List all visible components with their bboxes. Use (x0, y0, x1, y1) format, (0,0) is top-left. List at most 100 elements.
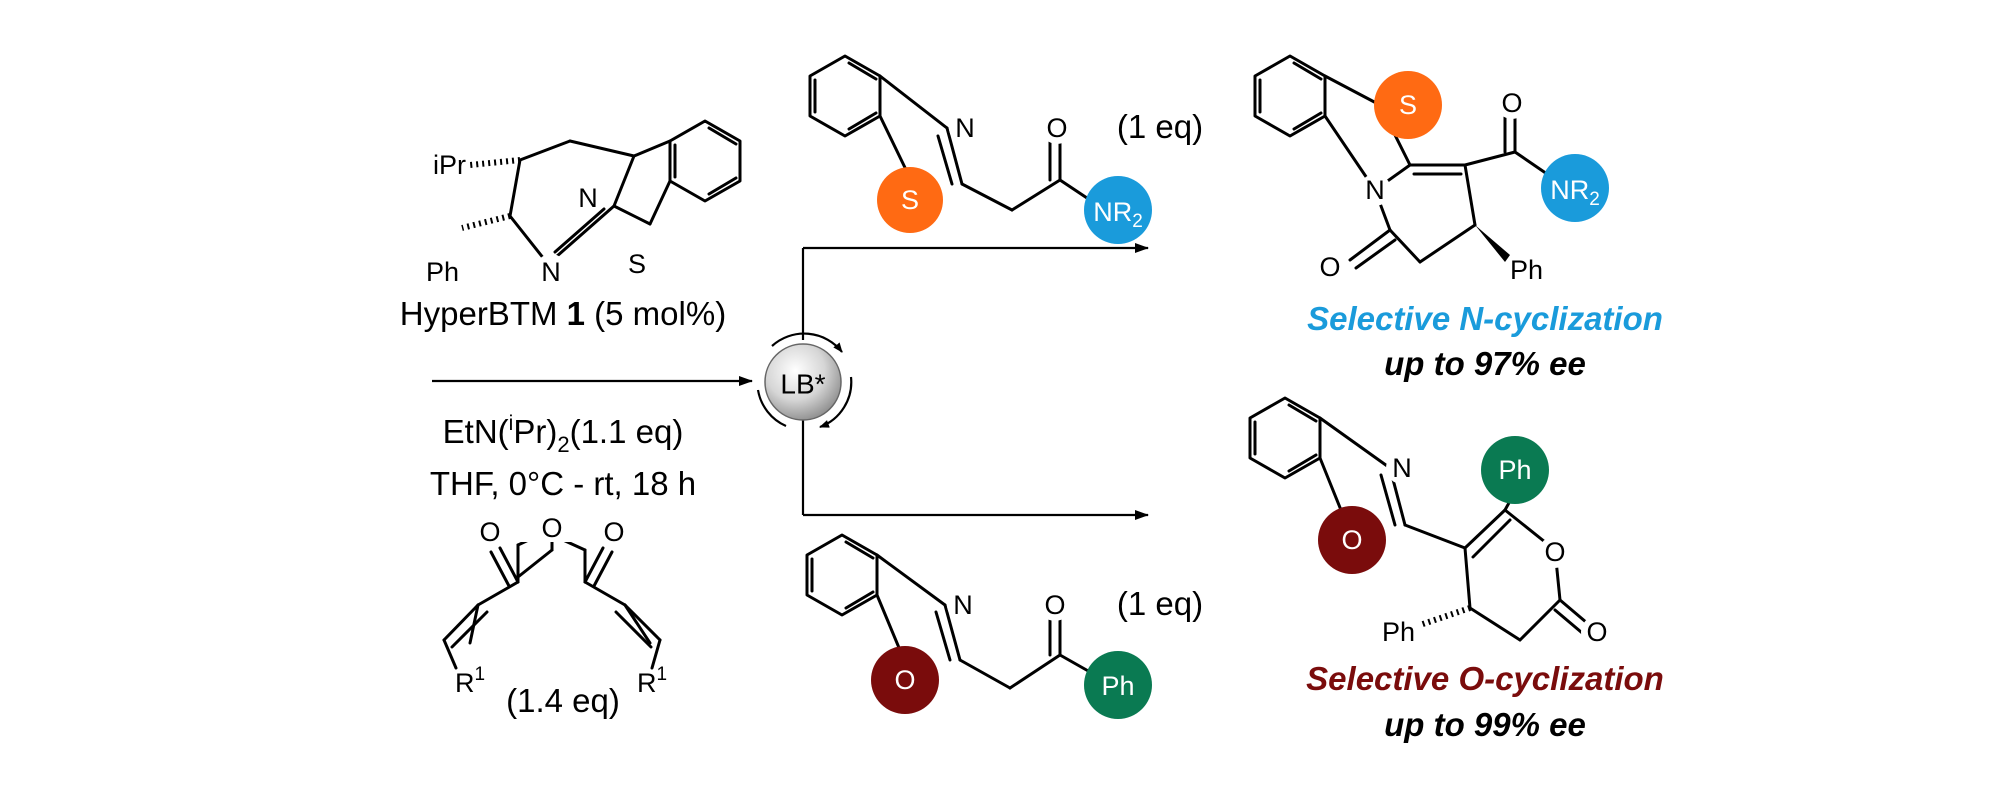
catalyst-hyperbtm: N N S iPr Ph HyperBTM 1 (5 mol%) (400, 119, 742, 332)
product-bottom-hash-bond (1419, 605, 1471, 628)
anhydride-bond (516, 548, 554, 579)
reagent-top-bond (960, 182, 1014, 212)
halo (1359, 174, 1391, 206)
phenyl-circle (1481, 436, 1549, 504)
product-top-wedge-bond (1475, 225, 1510, 262)
reagent-bottom-bond (958, 658, 1012, 690)
anhydride-amount: (1.4 eq) (506, 682, 620, 719)
reagent-bottom-bond (875, 593, 904, 657)
product-top-o-carbonyl-label: O (1501, 88, 1522, 118)
catalyst-bond (518, 139, 572, 162)
reagent-bottom-amount: (1 eq) (1117, 585, 1203, 622)
amine-circle (1084, 176, 1152, 244)
product-o-cyclization: N O Ph O O Ph (1248, 396, 1613, 648)
halo (1539, 536, 1571, 568)
reaction-conditions: EtN(iPr)2(1.1 eq) THF, 0°C - rt, 18 h (430, 412, 696, 502)
oxygen-circle (871, 646, 939, 714)
product-bottom-bond (1318, 416, 1392, 470)
catalyst-double-bond (553, 207, 606, 254)
lb-label: LB* (780, 369, 825, 400)
halo (572, 182, 604, 214)
catalyst-benzo-double-bond (707, 126, 738, 146)
anhydride-o2-label: O (541, 513, 562, 543)
product-bottom-bond (1463, 508, 1507, 550)
anhydride-r-right-sup: 1 (656, 664, 667, 685)
anhydride-o1-label: O (479, 517, 500, 547)
catalyst-n-label: N (578, 183, 598, 213)
halo (1039, 589, 1071, 621)
reagent-top-bond (878, 74, 949, 130)
product-top-double-bond (1292, 61, 1323, 81)
product-top-bond (1388, 228, 1422, 264)
halo (949, 112, 981, 144)
catalyst-bond (568, 139, 636, 158)
reagent-bottom-bond (943, 603, 962, 662)
catalyst-n-ring-label: N (541, 257, 561, 287)
cycle-arrow-top (771, 332, 843, 353)
sulfur-circle (1374, 71, 1442, 139)
anhydride-bond (442, 603, 480, 642)
product-bottom-bond (1468, 606, 1522, 642)
sulfur-circle (877, 167, 943, 233)
product-top-double-bond (1292, 111, 1323, 131)
product-n-cyclization: S N O O NR2 Ph (1253, 54, 1609, 285)
n-selective-ee: up to 97% ee (1384, 345, 1586, 382)
catalyst-benzo-double-bond (707, 176, 738, 196)
product-bottom-n-label: N (1392, 453, 1412, 483)
anhydride-bond (583, 580, 627, 607)
product-top-n-label: N (1365, 175, 1385, 205)
product-bottom-double-bond (1287, 403, 1318, 423)
catalyst-name: HyperBTM 1 (5 mol%) (400, 295, 726, 332)
product-bottom-bond (1518, 598, 1562, 642)
halo (947, 589, 979, 621)
product-bottom-double-bond (1287, 453, 1318, 473)
anhydride-carbonyl (498, 546, 520, 584)
halo (621, 248, 653, 280)
cycle-arc-left (756, 389, 787, 428)
halo (1314, 251, 1346, 283)
base-amount: (1.1 eq) (570, 413, 684, 450)
reagent-top-double-bond (936, 134, 954, 186)
anhydride-carbonyl-double (592, 550, 614, 588)
anhydride-bond (650, 638, 662, 670)
anhydride-r-left-text: R (455, 668, 475, 698)
phenyl-circle (1084, 651, 1152, 719)
base-mid: Pr) (513, 413, 557, 450)
reagent-top-o-label: O (1046, 113, 1067, 143)
catalyst-bond (508, 214, 550, 266)
catalyst-ipr-label: iPr (433, 150, 466, 180)
anhydride-o3-label: O (603, 517, 624, 547)
catalyst-bond (612, 204, 652, 226)
reagent-bottom-n-label: N (953, 590, 973, 620)
halo (1041, 112, 1073, 144)
anhydride-r-left-sup: 1 (474, 664, 485, 685)
reagent-top-s-label: S (901, 185, 919, 215)
product-bottom-bond (1403, 523, 1467, 550)
reagent-top-benzo-ring (808, 54, 882, 138)
catalyst-hash-bond-ipr (469, 157, 521, 168)
anhydride-carbonyl (583, 546, 605, 584)
product-top-group-sub: 2 (1589, 189, 1600, 210)
anhydride-bond (623, 603, 662, 642)
reagent-top-bond (1058, 178, 1092, 202)
catalytic-cycle: LB* (756, 243, 1149, 520)
catalyst-bond (612, 154, 636, 208)
reagent-bottom-group: Ph (1101, 671, 1134, 701)
reagent-top-group: NR2 (1093, 197, 1143, 232)
product-bottom-o-ring-label: O (1341, 525, 1362, 555)
base-prefix: EtN( (443, 413, 509, 450)
product-top-ph-label: Ph (1510, 255, 1543, 285)
catalyst-hash-bond-ph (461, 213, 511, 231)
base-condition: EtN(iPr)2(1.1 eq) (443, 412, 684, 457)
halo (1496, 87, 1528, 119)
cycle-arrow-right (819, 376, 853, 429)
catalyst-bond (632, 139, 672, 158)
product-bottom-double-bond (1471, 518, 1512, 559)
product-bottom-bond (1463, 546, 1472, 610)
reagent-top-n-label: N (955, 113, 975, 143)
product-top-bond (1463, 150, 1517, 167)
anhydride-reagent: O O O R1 R1 (1.4 eq) (438, 512, 678, 719)
catalyst-number: 1 (567, 295, 585, 332)
anhydride-carbonyl-double (489, 550, 511, 588)
